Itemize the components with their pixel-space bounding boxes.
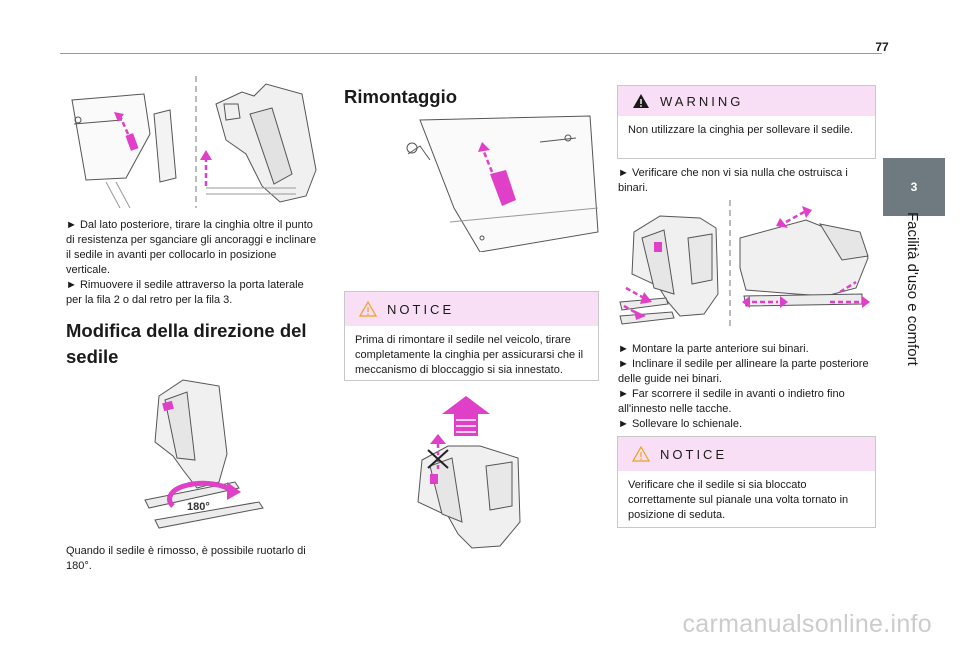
warning-text: Non utilizzare la cinghia per sollevare … [628,124,854,136]
warning-triangle-icon [632,93,650,109]
figure-seat-rotate: 180° [135,370,265,532]
watermark: carmanualsonline.info [682,610,932,638]
warning-box: WARNING Non utilizzare la cinghia per so… [617,85,876,159]
step-pull-strap: ► Dal lato posteriore, tirare la cinghia… [66,219,317,276]
figure-refit-strap [390,112,600,252]
instructions-remove: ► Dal lato posteriore, tirare la cinghia… [66,218,322,308]
page-number: 77 [875,40,889,54]
notice-box-lock: NOTICE Verificare che il sedile si sia b… [617,436,876,528]
figure-no-lift-strap [408,396,528,554]
warning-header: WARNING [618,86,875,116]
header-rule [60,53,882,54]
step-slide-seat: ► Far scorrere il sedile in avanti o ind… [618,388,845,415]
section-heading-refit: Rimontaggio [344,86,458,107]
instructions-mount: ► Montare la parte anteriore sui binari.… [618,342,874,432]
step-tilt-seat: ► Inclinare il sedile per allineare la p… [618,358,869,385]
notice-header: NOTICE [345,292,598,326]
caption-rotate: Quando il sedile è rimosso, è possibile … [66,545,306,572]
chapter-tab[interactable]: 3 [883,158,945,216]
figure-seat-tilt [66,74,326,208]
notice-triangle-icon [632,446,650,462]
step-raise-backrest: ► Sollevare lo schienale. [618,418,743,430]
notice-triangle-icon [359,301,377,317]
notice-title-lock: NOTICE [660,446,728,462]
notice-text-lock: Verificare che il sedile si sia bloccato… [628,479,849,521]
warning-title: WARNING [660,93,744,109]
rotation-label: 180° [187,501,210,513]
figure-mount-seat [616,198,872,332]
notice-title: NOTICE [387,301,455,317]
notice-header-lock: NOTICE [618,437,875,471]
step-check-rails: ► Verificare che non vi sia nulla che os… [618,167,848,194]
chapter-title: Facilità d'uso e comfort [904,212,921,366]
notice-text: Prima di rimontare il sedile nel veicolo… [355,334,584,376]
step-remove-seat: ► Rimuovere il sedile attraverso la port… [66,279,304,306]
step-mount-front: ► Montare la parte anteriore sui binari. [618,343,809,355]
section-heading-rotate: Modifica della direzione del sedile [66,320,307,367]
notice-box-refit: NOTICE Prima di rimontare il sedile nel … [344,291,599,381]
